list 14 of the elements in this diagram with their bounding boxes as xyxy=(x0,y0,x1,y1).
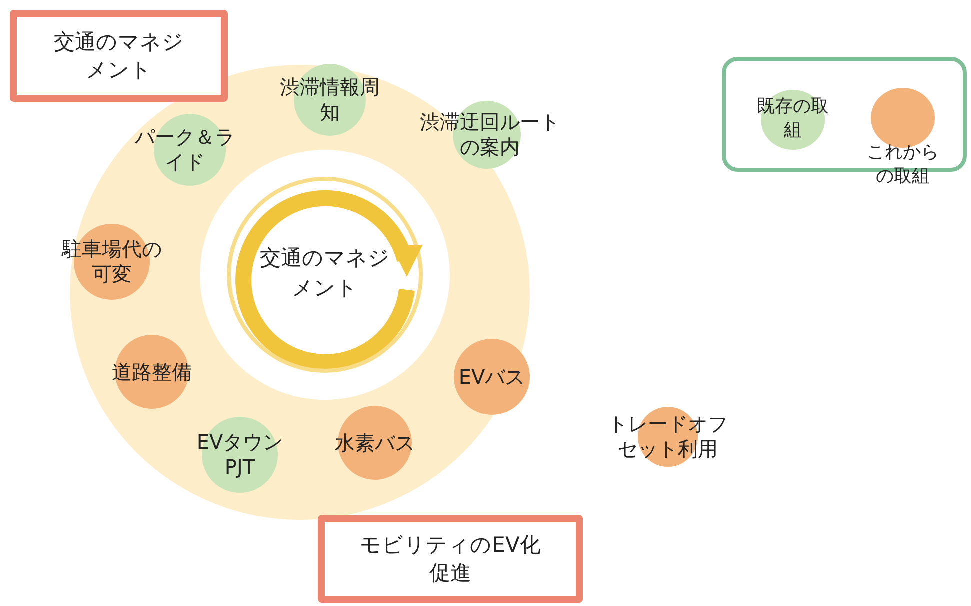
legend-label: これからの取組 xyxy=(866,141,940,189)
title-box xyxy=(10,10,228,102)
node-label: 交通のマネジメント xyxy=(260,245,390,302)
node-label: EVバス xyxy=(458,364,526,390)
legend-label: 既存の取組 xyxy=(756,95,830,143)
title-box xyxy=(318,515,583,603)
node-label: パーク＆ライド xyxy=(135,125,235,175)
title-text: 交通のマネジメント xyxy=(54,29,184,84)
node-label: 水素バス xyxy=(334,430,416,456)
node-label: 道路整備 xyxy=(111,360,193,384)
node-label: 渋滞情報周知 xyxy=(280,75,380,125)
node-label: 渋滞迂回ルートの案内 xyxy=(420,110,560,160)
title-text: モビリティのEV化促進 xyxy=(359,532,542,587)
node-label: EVタウンPJT xyxy=(196,430,284,480)
